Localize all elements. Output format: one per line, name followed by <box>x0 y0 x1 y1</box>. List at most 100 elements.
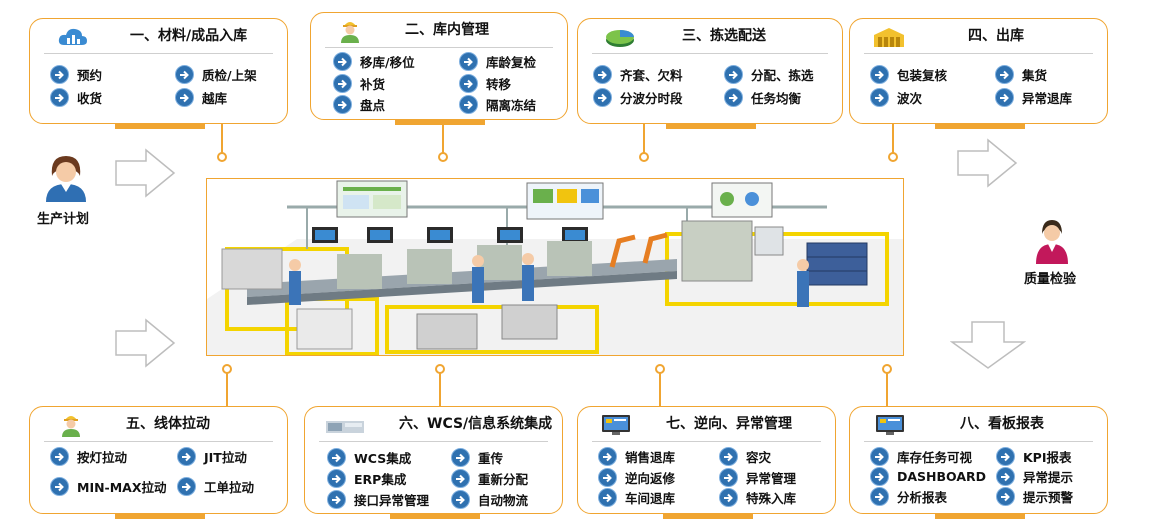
planner-person-icon <box>46 156 86 202</box>
arrow-right-icon <box>177 447 196 466</box>
arrow-right-icon <box>333 52 352 71</box>
arrow-right-icon <box>451 490 470 509</box>
menu-item-reserve[interactable]: 预约 <box>50 65 102 84</box>
arrow-right-icon <box>996 467 1015 486</box>
menu-item-receive[interactable]: 收货 <box>50 88 102 107</box>
worker-icon <box>335 17 365 43</box>
menu-item-replenish[interactable]: 补货 <box>333 74 385 93</box>
menu-item-crossdock[interactable]: 越库 <box>175 88 227 107</box>
box-reverse-exception: 七、逆向、异常管理 销售退库 容灾 逆向返修 异常管理 车间退库 特殊入库 <box>577 406 836 519</box>
box-wcs-integration: 六、WCS/信息系统集成 WCS集成 重传 ERP集成 重新分配 接口异常管理 … <box>304 406 563 519</box>
menu-item-inventory-visibility[interactable]: 库存任务可视 <box>870 447 972 466</box>
arrow-right-icon <box>333 95 352 114</box>
menu-item-allocate-pick[interactable]: 分配、拣选 <box>724 65 814 84</box>
arrow-right-icon <box>459 74 478 93</box>
menu-item-sales-return[interactable]: 销售退库 <box>598 447 675 466</box>
flow-arrow-down-icon <box>950 321 1026 369</box>
arrow-right-icon <box>719 468 738 487</box>
arrow-right-icon <box>451 448 470 467</box>
menu-item-andon-pull[interactable]: 按灯拉动 <box>50 447 127 466</box>
box-title: 四、出库 <box>968 28 1024 44</box>
arrow-right-icon <box>175 65 194 84</box>
arrow-right-icon <box>593 65 612 84</box>
flow-arrow-right-icon <box>115 148 176 198</box>
box-title: 七、逆向、异常管理 <box>666 416 792 432</box>
menu-item-transfer[interactable]: 转移 <box>459 74 511 93</box>
box-warehouse-mgmt: 二、库内管理 移库/移位 库龄复检 补货 转移 盘点 隔离冻结 <box>310 12 568 125</box>
arrow-right-icon <box>870 65 889 84</box>
arrow-right-icon <box>175 88 194 107</box>
flow-arrow-right-icon <box>115 318 176 368</box>
menu-item-stocktake[interactable]: 盘点 <box>333 95 385 114</box>
menu-item-quarantine[interactable]: 隔离冻结 <box>459 95 536 114</box>
menu-item-kpi-report[interactable]: KPI报表 <box>996 447 1072 466</box>
box-line-pull: 五、线体拉动 按灯拉动 JIT拉动 MIN-MAX拉动 工单拉动 <box>29 406 288 519</box>
menu-item-exception-alert[interactable]: 异常提示 <box>996 467 1073 486</box>
menu-item-aging-recheck[interactable]: 库龄复检 <box>459 52 536 71</box>
arrow-right-icon <box>593 88 612 107</box>
arrow-right-icon <box>50 88 69 107</box>
menu-item-reallocate[interactable]: 重新分配 <box>451 469 528 488</box>
arrow-right-icon <box>50 65 69 84</box>
menu-item-kitting-shortage[interactable]: 齐套、欠料 <box>593 65 683 84</box>
menu-item-move[interactable]: 移库/移位 <box>333 52 415 71</box>
arrow-right-icon <box>870 487 889 506</box>
menu-item-workorder-pull[interactable]: 工单拉动 <box>177 477 254 496</box>
arrow-right-icon <box>598 468 617 487</box>
arrow-right-icon <box>724 65 743 84</box>
menu-item-dashboard[interactable]: DASHBOARD <box>870 467 986 486</box>
worker-icon <box>56 411 86 437</box>
menu-item-warning-alert[interactable]: 提示预警 <box>996 487 1073 506</box>
arrow-right-icon <box>719 447 738 466</box>
arrow-right-icon <box>459 95 478 114</box>
menu-item-analysis-report[interactable]: 分析报表 <box>870 487 947 506</box>
menu-item-wcs-integration[interactable]: WCS集成 <box>327 448 411 467</box>
menu-item-erp-integration[interactable]: ERP集成 <box>327 469 406 488</box>
arrow-right-icon <box>870 88 889 107</box>
menu-item-wave-timeslot[interactable]: 分波分时段 <box>593 88 683 107</box>
arrow-right-icon <box>719 488 738 507</box>
menu-item-jit-pull[interactable]: JIT拉动 <box>177 447 247 466</box>
arrow-right-icon <box>870 467 889 486</box>
box-inbound: 一、材料/成品入库 预约 质检/上架 收货 越库 <box>29 18 288 129</box>
arrow-right-icon <box>724 88 743 107</box>
box-dashboard-reports: 八、看板报表 库存任务可视 KPI报表 DASHBOARD 异常提示 分析报表 … <box>849 406 1108 519</box>
arrow-right-icon <box>996 447 1015 466</box>
box-title: 八、看板报表 <box>960 416 1044 432</box>
monitor-icon <box>874 413 904 437</box>
quality-inspection-label: 质量检验 <box>1024 272 1077 287</box>
pie-chart-icon <box>604 25 634 49</box>
menu-item-wave[interactable]: 波次 <box>870 88 922 107</box>
menu-item-consolidate[interactable]: 集货 <box>995 65 1047 84</box>
arrow-right-icon <box>995 65 1014 84</box>
menu-item-minmax-pull[interactable]: MIN-MAX拉动 <box>50 477 167 496</box>
arrow-right-icon <box>333 74 352 93</box>
box-title: 一、材料/成品入库 <box>130 28 248 44</box>
machine-icon <box>325 413 364 437</box>
flow-arrow-right-icon <box>957 138 1018 188</box>
menu-item-exception-mgmt[interactable]: 异常管理 <box>719 468 796 487</box>
arrow-right-icon <box>50 477 69 496</box>
menu-item-interface-exception[interactable]: 接口异常管理 <box>327 490 429 509</box>
inspector-person-icon <box>1036 220 1068 264</box>
menu-item-auto-logistics[interactable]: 自动物流 <box>451 490 528 509</box>
menu-item-qc-putaway[interactable]: 质检/上架 <box>175 65 257 84</box>
connector-dot <box>217 152 227 162</box>
menu-item-workshop-return[interactable]: 车间退库 <box>598 488 675 507</box>
menu-item-disaster-recovery[interactable]: 容灾 <box>719 447 771 466</box>
menu-item-special-inbound[interactable]: 特殊入库 <box>719 488 796 507</box>
menu-item-exception-return[interactable]: 异常退库 <box>995 88 1072 107</box>
menu-item-reverse-repair[interactable]: 逆向返修 <box>598 468 675 487</box>
menu-item-task-balance[interactable]: 任务均衡 <box>724 88 801 107</box>
box-title: 五、线体拉动 <box>126 416 210 432</box>
box-title: 二、库内管理 <box>405 22 489 38</box>
connector-dot <box>888 152 898 162</box>
factory-line-illustration <box>206 178 904 356</box>
box-picking: 三、拣选配送 齐套、欠料 分配、拣选 分波分时段 任务均衡 <box>577 18 843 129</box>
arrow-right-icon <box>50 447 69 466</box>
arrow-right-icon <box>598 488 617 507</box>
connector-dot <box>639 152 649 162</box>
menu-item-retransmit[interactable]: 重传 <box>451 448 503 467</box>
arrow-right-icon <box>995 88 1014 107</box>
menu-item-pack-check[interactable]: 包装复核 <box>870 65 947 84</box>
